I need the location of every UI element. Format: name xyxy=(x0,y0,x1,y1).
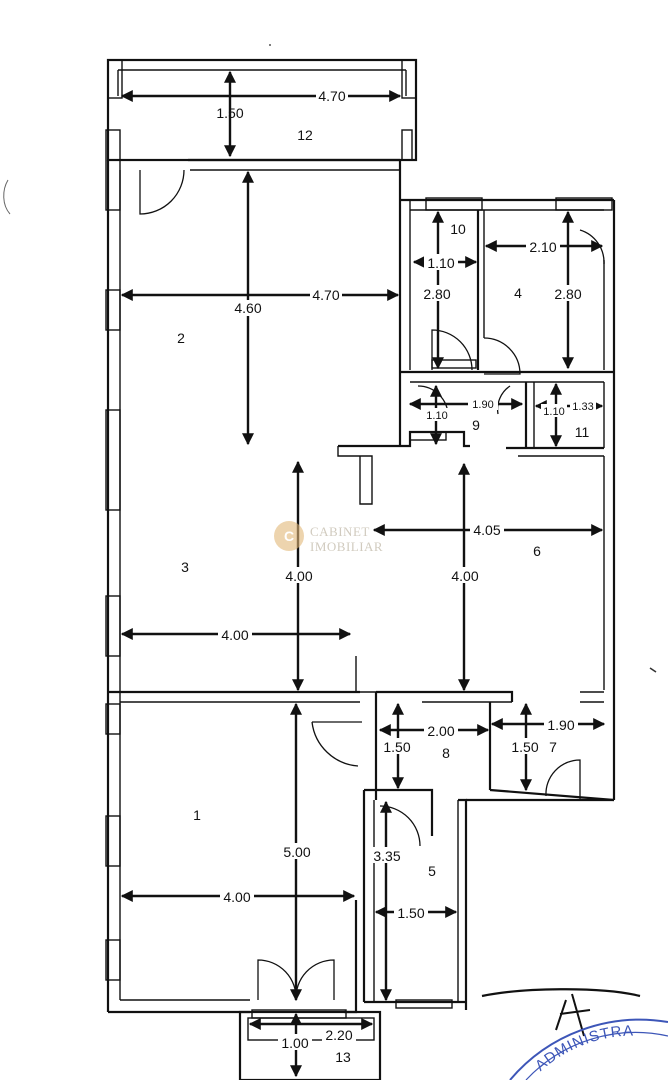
dim-12-depth: 1.50 xyxy=(216,105,243,121)
dim-8-depth: 1.50 xyxy=(383,739,410,755)
dim-4-depth: 2.80 xyxy=(554,286,581,302)
dim-5-depth: 3.35 xyxy=(373,848,400,864)
room-label-9: 9 xyxy=(472,417,480,433)
watermark-line1: CABINET xyxy=(310,524,370,539)
room-label-10: 10 xyxy=(450,221,466,237)
room-label-3: 3 xyxy=(181,559,189,575)
watermark: C CABINET IMOBILIAR xyxy=(274,521,383,554)
dim-2-width: 4.70 xyxy=(312,287,339,303)
dim-10-depth: 2.80 xyxy=(423,286,450,302)
watermark-logo-icon xyxy=(274,521,304,551)
room-label-6: 6 xyxy=(533,543,541,559)
room-label-11: 11 xyxy=(575,424,590,440)
dim-4-width: 2.10 xyxy=(529,239,556,255)
dimension-labels: 4.70 1.50 4.70 4.60 1.10 2.80 2.10 2.80 … xyxy=(216,87,596,1051)
dim-11-depth: 1.10 xyxy=(543,406,564,418)
room-label-13: 13 xyxy=(335,1049,351,1065)
room-labels: 12 2 10 4 9 11 3 6 8 7 1 5 13 xyxy=(177,127,589,1065)
dim-11-width: 1.33 xyxy=(572,401,593,413)
wall-balcony-12 xyxy=(106,58,418,162)
dim-3-width: 4.00 xyxy=(221,627,248,643)
dim-12-width: 4.70 xyxy=(318,88,345,104)
room-label-1: 1 xyxy=(193,807,201,823)
stamp: ADMINISTRA xyxy=(509,1018,668,1080)
dim-6-depth: 4.00 xyxy=(451,568,478,584)
dim-1-depth: 5.00 xyxy=(283,844,310,860)
room-label-8: 8 xyxy=(442,745,450,761)
dim-10-width: 1.10 xyxy=(427,255,454,271)
room-label-12: 12 xyxy=(297,127,313,143)
svg-text:C: C xyxy=(284,528,294,544)
room-label-4: 4 xyxy=(514,285,522,301)
dim-9-depth: 1.10 xyxy=(426,410,447,422)
dim-7-depth: 1.50 xyxy=(511,739,538,755)
dim-8-width: 2.00 xyxy=(427,723,454,739)
scan-marks xyxy=(3,44,657,673)
watermark-line2: IMOBILIAR xyxy=(310,539,383,554)
dim-2-depth: 4.60 xyxy=(234,300,261,316)
windows xyxy=(105,59,613,1019)
dim-7-width: 1.90 xyxy=(547,717,574,733)
room-label-5: 5 xyxy=(428,863,436,879)
room-label-7: 7 xyxy=(549,739,557,755)
room-label-2: 2 xyxy=(177,330,185,346)
dim-1-width: 4.00 xyxy=(223,889,250,905)
dim-5-width: 1.50 xyxy=(397,905,424,921)
dim-13-width: 2.20 xyxy=(325,1027,352,1043)
dim-13-depth: 1.00 xyxy=(281,1035,308,1051)
dim-3-depth: 4.00 xyxy=(285,568,312,584)
dim-9-width: 1.90 xyxy=(472,399,493,411)
dim-6-width: 4.05 xyxy=(473,522,500,538)
